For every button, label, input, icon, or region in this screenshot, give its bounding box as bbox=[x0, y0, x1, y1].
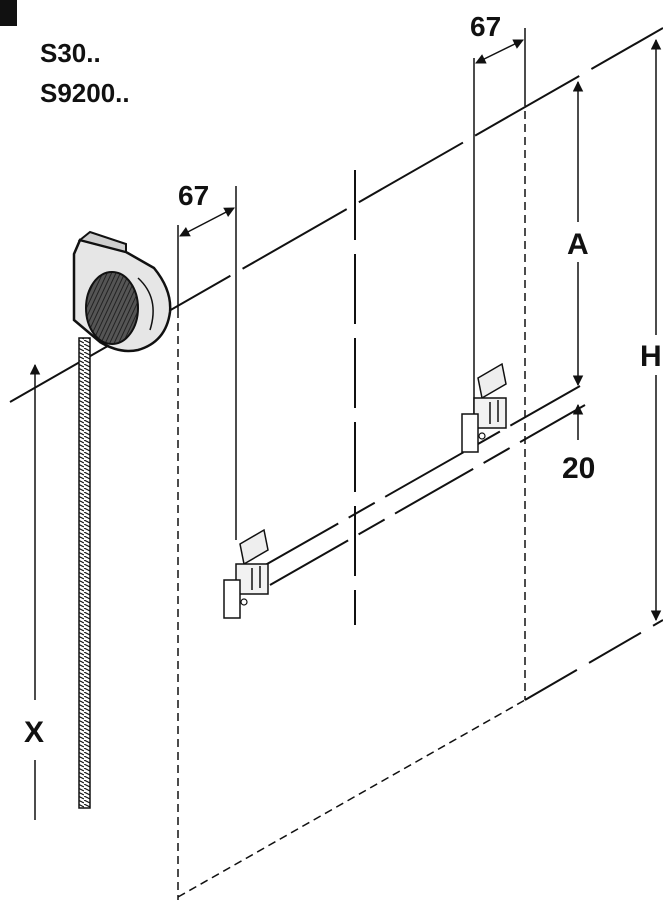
lower-rail-line-2 bbox=[269, 404, 586, 586]
h-dimension-label: H bbox=[640, 340, 662, 373]
cord-drum-icon bbox=[72, 230, 172, 353]
shade-bracket-icon bbox=[223, 528, 269, 619]
top-rail-line bbox=[9, 27, 663, 403]
top-offset-arrow bbox=[475, 39, 524, 64]
bottom-edge-line bbox=[177, 699, 526, 898]
shade-bracket-icon bbox=[461, 362, 507, 453]
lower-rail-line-1 bbox=[259, 385, 581, 569]
left-offset-arrow bbox=[179, 207, 235, 237]
bottom-extension-line bbox=[524, 619, 663, 701]
top-offset-label: 67 bbox=[470, 11, 501, 42]
corner-tab-icon bbox=[0, 0, 17, 26]
x-dimension-label: X bbox=[24, 716, 44, 749]
cord-chain-icon bbox=[78, 337, 91, 809]
a-dimension-label: A bbox=[567, 228, 589, 261]
model-label-1: S30.. bbox=[40, 38, 101, 68]
left-offset-label: 67 bbox=[178, 180, 209, 211]
model-label-2: S9200.. bbox=[40, 78, 130, 108]
gap-dimension-label: 20 bbox=[562, 452, 595, 485]
